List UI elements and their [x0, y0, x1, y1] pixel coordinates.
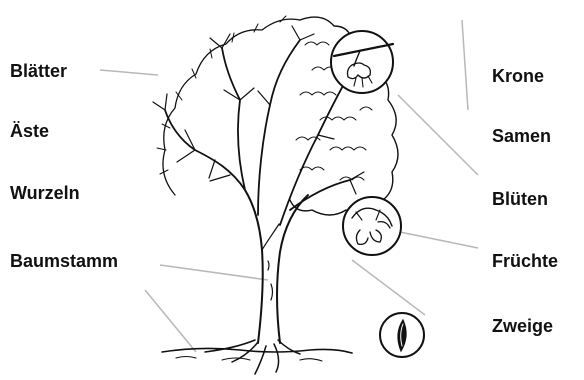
- ground-line: [162, 348, 352, 353]
- crown-left-outline: [163, 19, 300, 195]
- leader-zweige: [352, 260, 425, 315]
- leader-fruechte: [400, 232, 478, 248]
- leader-blaetter: [100, 70, 158, 75]
- trunk: [245, 190, 308, 343]
- leader-wurzeln: [145, 290, 196, 352]
- fruit-cluster-icon: [343, 197, 401, 255]
- roots: [205, 340, 300, 374]
- leader-baumstamm: [160, 265, 268, 280]
- leader-lines: [100, 20, 478, 352]
- seed-icon: [380, 313, 424, 357]
- main-branches: [165, 40, 352, 225]
- leader-krone: [462, 20, 468, 110]
- leader-blueten: [398, 95, 478, 175]
- blossom-branch-icon: [331, 31, 393, 93]
